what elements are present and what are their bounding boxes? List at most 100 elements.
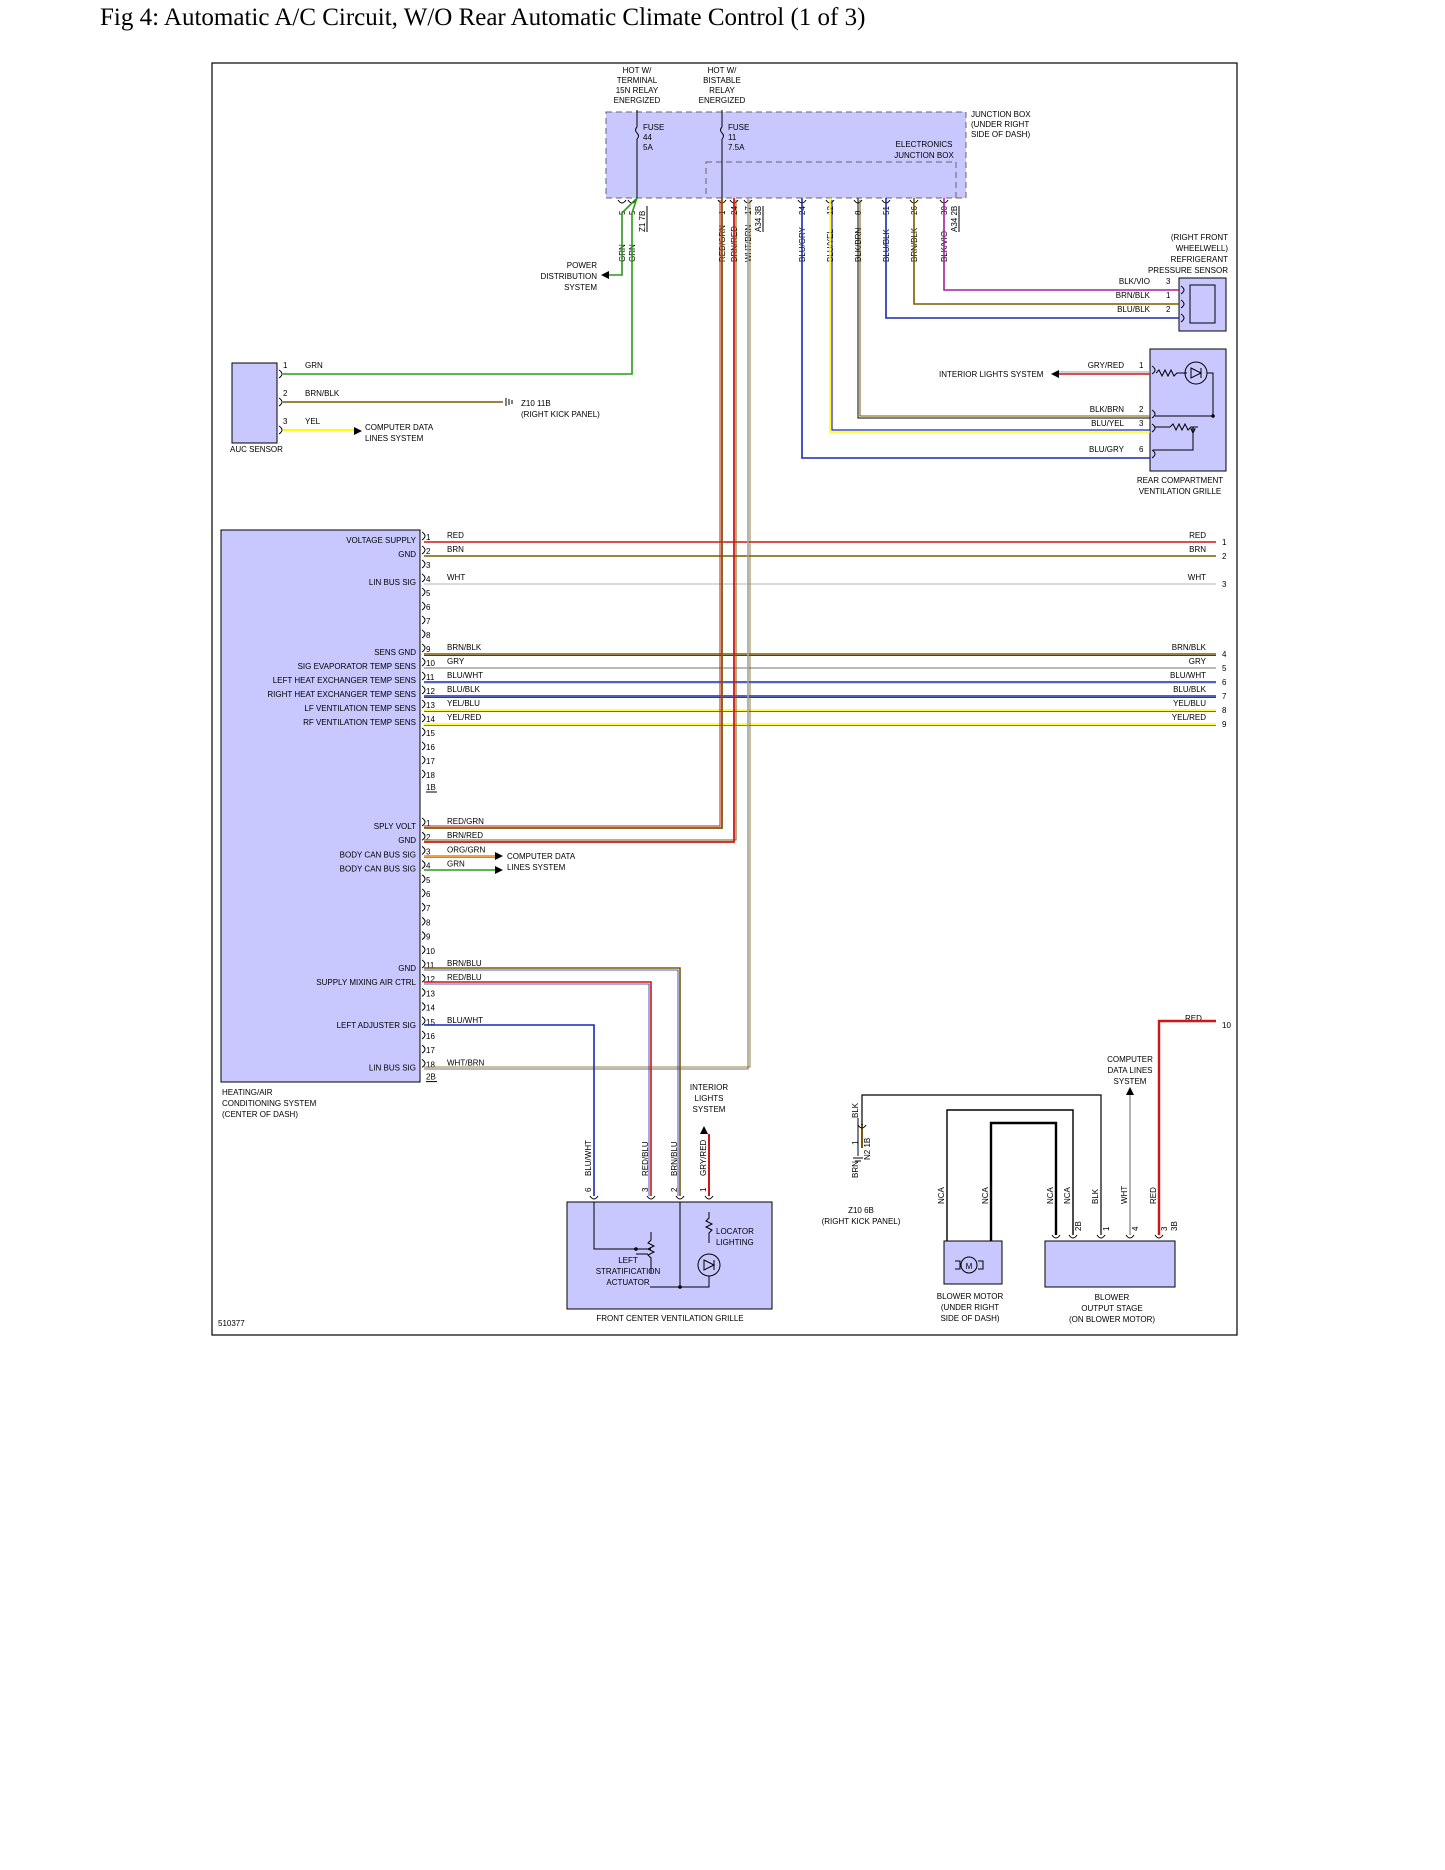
wire-red-blu-front-stripe: [424, 983, 650, 1196]
blower-pin-mark: [1154, 1234, 1164, 1239]
junction-box-connector-id: A34 2B: [950, 206, 959, 232]
hvac-1b-signal-label: LF VENTILATION TEMP SENS: [304, 704, 416, 713]
hvac-1b-pin-number: 18: [426, 771, 435, 780]
front-grille-node-2: [678, 1285, 682, 1289]
hvac-1b-pin-mark: [421, 601, 426, 611]
rear-grille-pin-number: 1: [1139, 361, 1144, 370]
hvac-1b-far-wire-label: BRN/BLK: [1172, 643, 1207, 652]
hvac-1b-wire-label: YEL/BLU: [447, 699, 480, 708]
rear-grille-wire-label: BLK/BRN: [1090, 405, 1124, 414]
hvac-2b-signal-label: BODY CAN BUS SIG: [340, 850, 416, 859]
auc-sensor-body: [231, 362, 278, 444]
hvac-1b-signal-label: SENS GND: [374, 648, 416, 657]
hvac-2b-wire-label: ORG/GRN: [447, 845, 485, 854]
hvac-2b-pin-number: 16: [426, 1032, 435, 1041]
hvac-1b-wire-label: RED: [447, 531, 464, 540]
hvac-1b-pin-mark: [421, 755, 426, 765]
hvac-2b-pin-mark: [421, 874, 426, 884]
auc-sensor-pin-mark: [278, 397, 283, 407]
rear-grille-diode-icon: [1190, 367, 1203, 379]
wire-blu-blk: [885, 198, 1179, 319]
hvac-1b-pin-mark: [421, 573, 426, 583]
blower-data-arrow: [1126, 1087, 1134, 1095]
hvac-1b-pin-mark: [421, 587, 426, 597]
rear-grille-body: [1149, 348, 1227, 472]
blower-pin-mark: [1096, 1234, 1106, 1239]
can-bus-arrow-1: [495, 852, 503, 860]
pressure-sensor-pin-mark: [1180, 313, 1185, 323]
wire-brn-red-stripe: [424, 200, 737, 841]
auc-sensor-pin-number: 3: [283, 417, 288, 426]
hvac-2b-signal-label: SPLY VOLT: [374, 822, 416, 831]
locator-diode-icon: [680, 1259, 716, 1288]
hvac-connector-1b-id: 1B: [426, 783, 436, 792]
wire-blu-yel-stripe: [831, 200, 1150, 431]
hvac-2b-pin-mark: [421, 1044, 426, 1054]
hvac-1b-pin-number: 15: [426, 729, 435, 738]
rear-grille-wire-label: GRY/RED: [1088, 361, 1125, 370]
hvac-2b-pin-mark: [421, 1016, 426, 1026]
wire-grn-auc-pin1: [283, 197, 638, 375]
hvac-2b-pin-mark: [421, 845, 426, 855]
hvac-2b-pin-number: 2: [426, 833, 431, 842]
hvac-2b-pin-number: 7: [426, 904, 431, 913]
hvac-1b-signal-label: LEFT HEAT EXCHANGER TEMP SENS: [273, 676, 416, 685]
hvac-1b-pin-mark: [421, 713, 426, 723]
rear-grille-resistor-1: [1155, 368, 1187, 378]
wire-red-blower: [1157, 1019, 1216, 1235]
blower-red-far-pin: 10: [1222, 1021, 1231, 1030]
hvac-2b-signal-label: LEFT ADJUSTER SIG: [337, 1021, 416, 1030]
rear-grille-internal-wiring: [1153, 372, 1214, 451]
rear-grille-wire-label: BLU/GRY: [1089, 445, 1125, 454]
hvac-1b-pin-mark: [421, 671, 426, 681]
hvac-1b-signal-label: SIG EVAPORATOR TEMP SENS: [298, 662, 416, 671]
front-grille-pin-number: 3: [641, 1187, 650, 1192]
interior-lights-system-label: INTERIOR LIGHTS SYSTEM: [939, 370, 1044, 379]
hvac-1b-pin-mark: [421, 559, 426, 569]
junction-box-connector-id: Z1 7B: [638, 211, 647, 232]
z10-6b-pin-mark: [857, 1124, 867, 1129]
hvac-2b-pin-mark: [421, 945, 426, 955]
wire-grn-power-distribution: [609, 197, 638, 276]
interior-lights-arrow: [1051, 370, 1059, 378]
front-grille-pin-mark: [675, 1195, 685, 1200]
blower-wire-label: WHT: [1120, 1186, 1129, 1204]
wire-blk-brn-stripe: [859, 200, 1150, 417]
blower-motor-icon: [960, 1256, 978, 1274]
junction-box-connector-id: A34 3B: [754, 206, 763, 232]
blower-wire-label: NCA: [1046, 1186, 1055, 1204]
pressure-sensor-pin-mark: [1180, 299, 1185, 309]
diagram-frame: [211, 62, 1238, 1336]
auc-sensor-pin-number: 2: [283, 389, 288, 398]
wire-blk-brn: [857, 198, 1150, 419]
hvac-2b-pin-mark: [421, 860, 426, 870]
hvac-1b-far-pin: 9: [1222, 720, 1227, 729]
front-grille-pin-number: 6: [584, 1187, 593, 1192]
hvac-1b-far-wire-label: RED: [1189, 531, 1206, 540]
blower-wire-label: NCA: [1063, 1186, 1072, 1204]
hvac-2b-signal-label: SUPPLY MIXING AIR CTRL: [316, 978, 416, 987]
junction-box-pin-mark: [617, 199, 627, 204]
hvac-1b-far-wire-label: BLU/WHT: [1170, 671, 1206, 680]
rear-grille-pin-mark: [1151, 409, 1156, 419]
wire-blu-gry: [801, 198, 1150, 459]
hvac-1b-pin-number: 4: [426, 575, 431, 584]
rear-grille-node: [1211, 414, 1215, 418]
pressure-sensor-pin-mark: [1180, 285, 1185, 295]
hvac-1b-far-wire-label: BRN: [1189, 545, 1206, 554]
hvac-2b-pin-mark: [421, 888, 426, 898]
